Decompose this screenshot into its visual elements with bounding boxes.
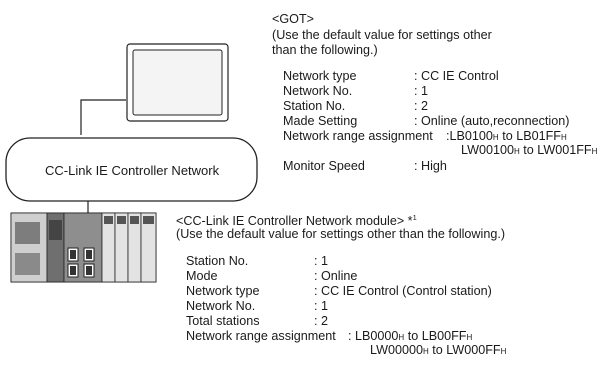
setting-value: : 1 [314, 254, 329, 268]
module-note: (Use the default value for settings othe… [176, 227, 506, 241]
setting-value: : 2 [314, 314, 329, 328]
plc-rack-icon [10, 212, 157, 283]
setting-label: Network type [186, 284, 260, 298]
setting-value-line2: LW00000H to LW000FFH [370, 343, 507, 357]
setting-label: Network No. [283, 84, 353, 98]
setting-label: Network range assignment [186, 329, 336, 343]
setting-value: : 1 [314, 299, 329, 313]
setting-value: : CC IE Control [414, 69, 499, 83]
setting-label: Network No. [186, 299, 256, 313]
module-title: <CC-Link IE Controller Network module> *… [176, 213, 417, 228]
setting-value: : Online (auto,reconnection) [414, 114, 570, 128]
got-note-line2: than the following.) [272, 43, 378, 57]
setting-value: : 1 [414, 84, 429, 98]
setting-label: Station No. [186, 254, 249, 268]
setting-value: : CC IE Control (Control station) [314, 284, 492, 298]
setting-label: Mode [186, 269, 218, 283]
setting-label: Network type [283, 69, 357, 83]
got-title: <GOT> [272, 12, 314, 26]
setting-value: : Online [314, 269, 358, 283]
got-cable-path [80, 99, 126, 121]
setting-value: : LB0000H to LB00FFH [348, 329, 473, 343]
setting-value: : 2 [414, 99, 429, 113]
network-loop [5, 137, 258, 202]
got-note-line1: (Use the default value for settings othe… [272, 28, 492, 42]
network-label: CC-Link IE Controller Network [45, 163, 220, 178]
setting-value-line2: LW00100H to LW001FFH [461, 143, 598, 157]
got-device-icon [126, 43, 229, 122]
setting-label: Monitor Speed [283, 159, 365, 173]
setting-value: : High [414, 159, 447, 173]
setting-label: Made Setting [283, 114, 358, 128]
setting-label: Station No. [283, 99, 346, 113]
setting-label: Total stations [186, 314, 260, 328]
setting-label: Network range assignment [283, 129, 433, 143]
setting-value: :LB0100H to LB01FFH [446, 129, 567, 143]
